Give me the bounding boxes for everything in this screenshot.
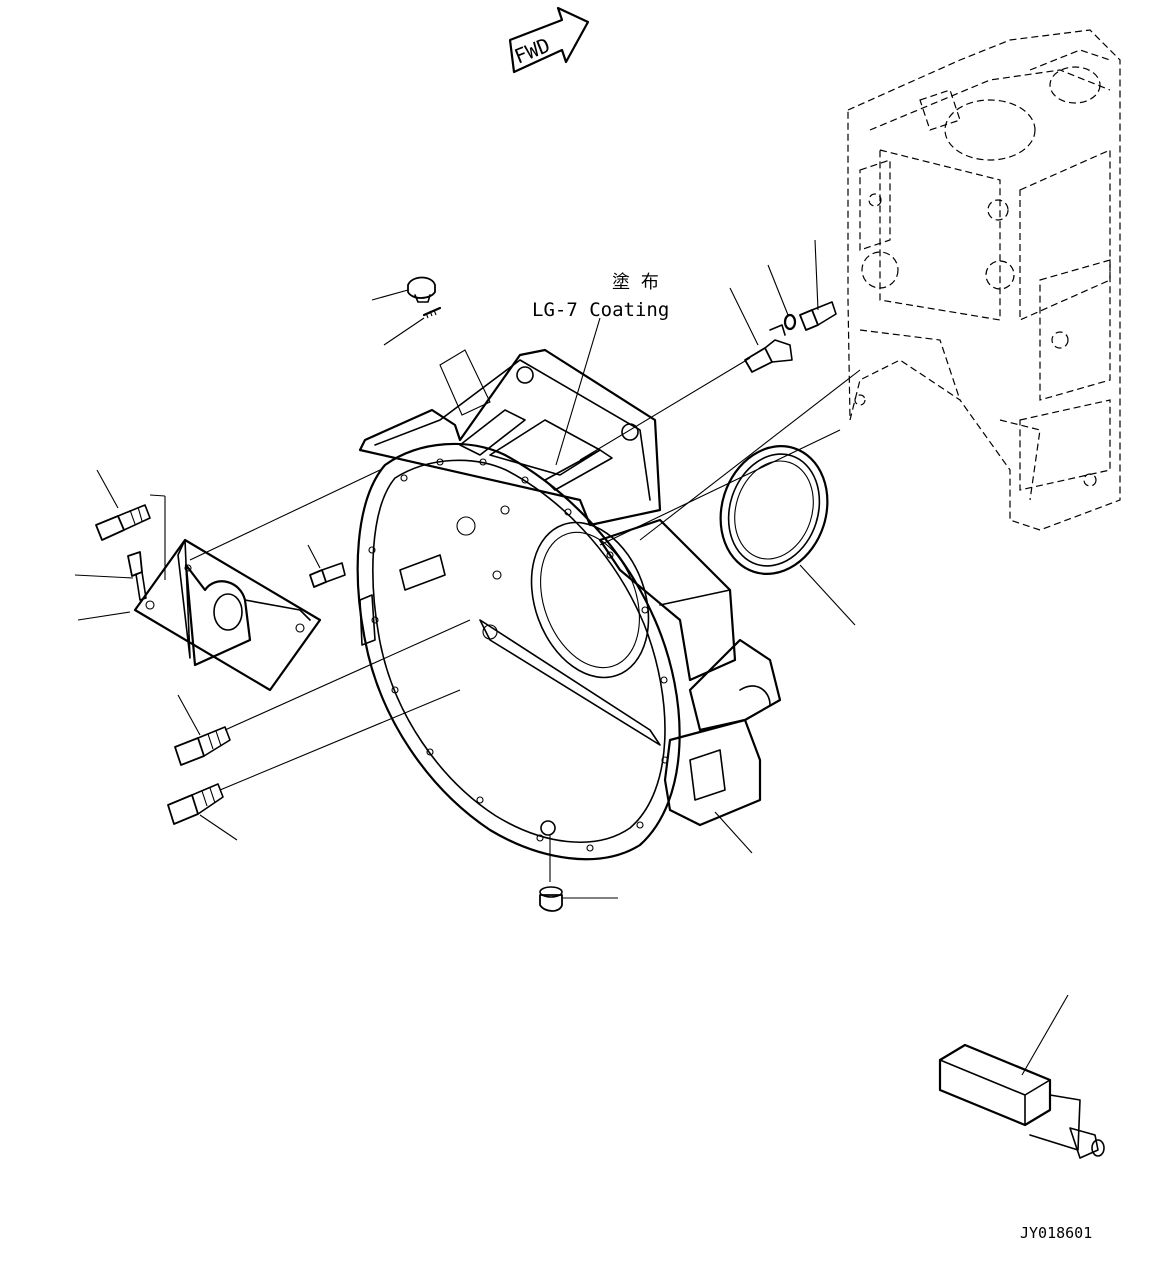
leader-lines: [74, 239, 1069, 1076]
washer: [783, 313, 797, 331]
bolt-middle-small: [309, 562, 346, 588]
turning-tool: [938, 1043, 1105, 1159]
bolt-top-right: [799, 301, 837, 331]
drawing-id: JY018601: [1020, 1224, 1092, 1242]
spring-pin: [422, 306, 442, 319]
drain-plug-bottom: [539, 886, 563, 912]
cylinder-block-outline: [847, 29, 1121, 531]
bolt-upper-left: [95, 504, 151, 541]
plug-top: [407, 276, 436, 303]
flywheel-housing: [356, 348, 782, 861]
speed-sensor: [744, 324, 793, 373]
coating-label-en: LG-7 Coating: [532, 299, 669, 321]
mounting-bracket: [133, 538, 322, 692]
oil-seal: [719, 445, 829, 575]
bolt-lower-left-2: [167, 783, 224, 825]
fwd-arrow-icon: FWD: [508, 6, 590, 74]
flange-bolt-small: [127, 551, 147, 601]
bolt-lower-left-1: [174, 726, 231, 766]
coating-label-jp: 塗 布: [612, 271, 659, 293]
